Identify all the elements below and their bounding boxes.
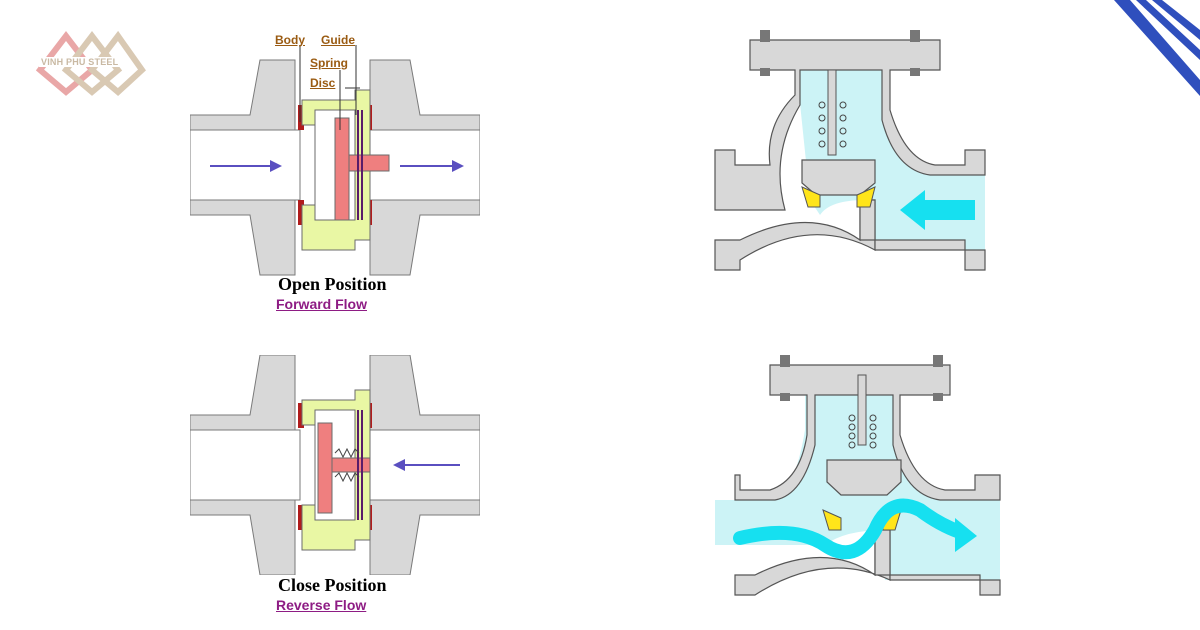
caption-reverse-flow: Reverse Flow xyxy=(276,597,367,613)
lift-valve-closed-diagram xyxy=(710,25,990,275)
label-spring: Spring xyxy=(310,56,348,70)
caption-open-position: Open Position xyxy=(278,274,387,294)
wafer-valve-open-drawing xyxy=(189,45,481,276)
lift-valve-open-drawing xyxy=(715,355,1001,596)
label-guide: Guide xyxy=(321,33,356,47)
caption-forward-flow: Forward Flow xyxy=(276,296,367,312)
wafer-valve-close-diagram: Close Position Reverse Flow xyxy=(189,354,481,625)
label-disc: Disc xyxy=(310,76,336,90)
wafer-valve-open-diagram: Body Guide Spring Disc Open Position For… xyxy=(189,30,481,320)
logo-mark-icon xyxy=(35,30,146,96)
lift-valve-open-diagram xyxy=(715,350,1005,600)
corner-stripes-decoration xyxy=(1114,0,1200,96)
label-body: Body xyxy=(275,33,305,47)
caption-close-position: Close Position xyxy=(278,575,387,595)
lift-valve-closed-drawing xyxy=(714,30,986,271)
brand-name: VINH PHU STEEL xyxy=(39,57,121,67)
wafer-valve-close-drawing xyxy=(189,354,481,576)
brand-logo: VINH PHU STEEL xyxy=(35,28,146,98)
